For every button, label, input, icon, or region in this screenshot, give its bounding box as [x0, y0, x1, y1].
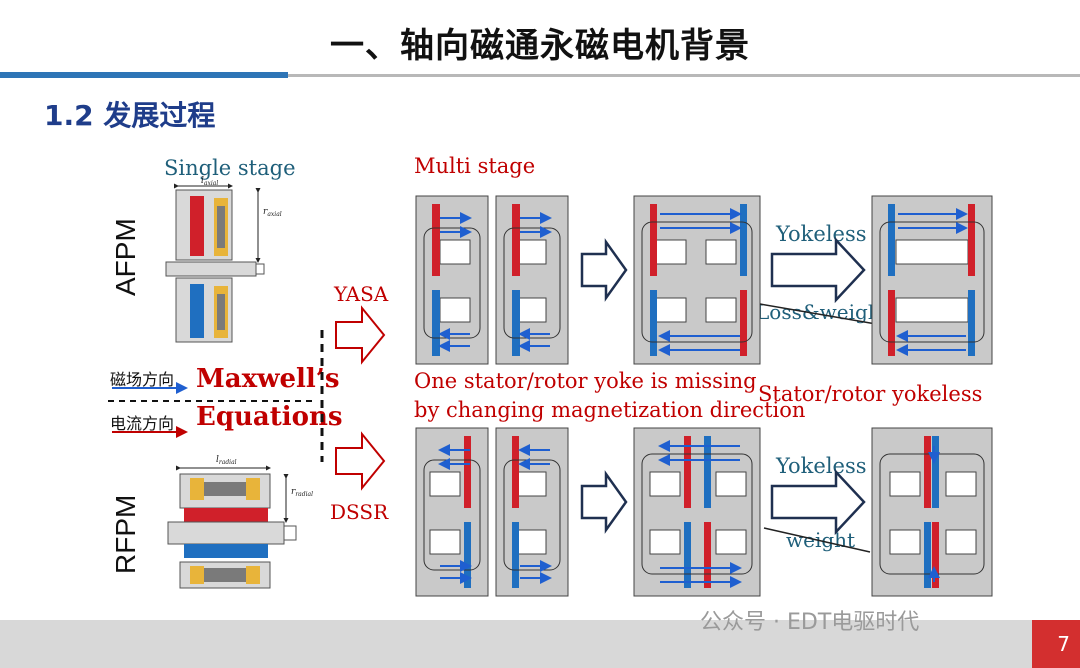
equations-label: Equations	[196, 402, 343, 432]
r-axial-label: raxial	[263, 207, 282, 218]
multi-stage-label: Multi stage	[414, 154, 536, 178]
footer-bar	[0, 620, 1080, 668]
loss-weight-line	[759, 303, 877, 325]
dssr-merged-diagram	[633, 427, 761, 597]
yoke-missing-line2: by changing magnetization direction	[414, 398, 806, 422]
section-heading: 1.2 发展过程	[44, 99, 216, 132]
field-direction-label: 磁场方向	[110, 370, 175, 389]
maxwell-label: Maxwell’s	[196, 364, 340, 394]
rfpm-diagram: lradial rradial	[167, 455, 313, 589]
yasa-label: YASA	[334, 282, 389, 306]
header-rule	[288, 74, 1080, 77]
yasa-two-stage-diagram	[415, 195, 569, 365]
yokeless-arrow-top	[770, 236, 866, 304]
current-direction-label: 电流方向	[110, 414, 175, 433]
dssr-arrow	[335, 431, 386, 491]
footer-page-badge	[1032, 620, 1080, 668]
l-radial-label: lradial	[216, 455, 237, 466]
l-axial-label: laxial	[201, 176, 218, 187]
page-title: 一、轴向磁通永磁电机背景	[330, 26, 750, 66]
yokeless-arrow-bottom	[770, 468, 866, 536]
yokeless-top-label: Yokeless	[776, 222, 867, 246]
yasa-yokeless-diagram	[871, 195, 993, 365]
afpm-single-stage-diagram: laxial raxial	[165, 176, 282, 343]
r-radial-label: rradial	[291, 487, 313, 498]
stator-rotor-yokeless-label: Stator/rotor yokeless	[758, 382, 983, 406]
weight-label: weight	[786, 528, 856, 552]
yasa-arrow	[335, 305, 386, 365]
yoke-missing-line1: One stator/rotor yoke is missing	[414, 369, 757, 393]
page-number: 7	[1057, 632, 1070, 656]
yokeless-bottom-label: Yokeless	[776, 454, 867, 478]
dssr-yokeless-diagram	[871, 427, 993, 597]
single-stage-label: Single stage	[164, 156, 296, 180]
dssr-two-stage-diagram	[415, 427, 569, 597]
header-rule-accent	[0, 72, 288, 78]
transition-arrow-top	[580, 238, 628, 302]
loss-weight-label: Loss&weight	[756, 300, 889, 324]
dssr-label: DSSR	[330, 500, 389, 524]
watermark: 公众号 · EDT电驱时代	[700, 610, 920, 635]
yasa-merged-diagram	[633, 195, 761, 365]
weight-line	[763, 527, 871, 553]
transition-arrow-bottom	[580, 470, 628, 534]
